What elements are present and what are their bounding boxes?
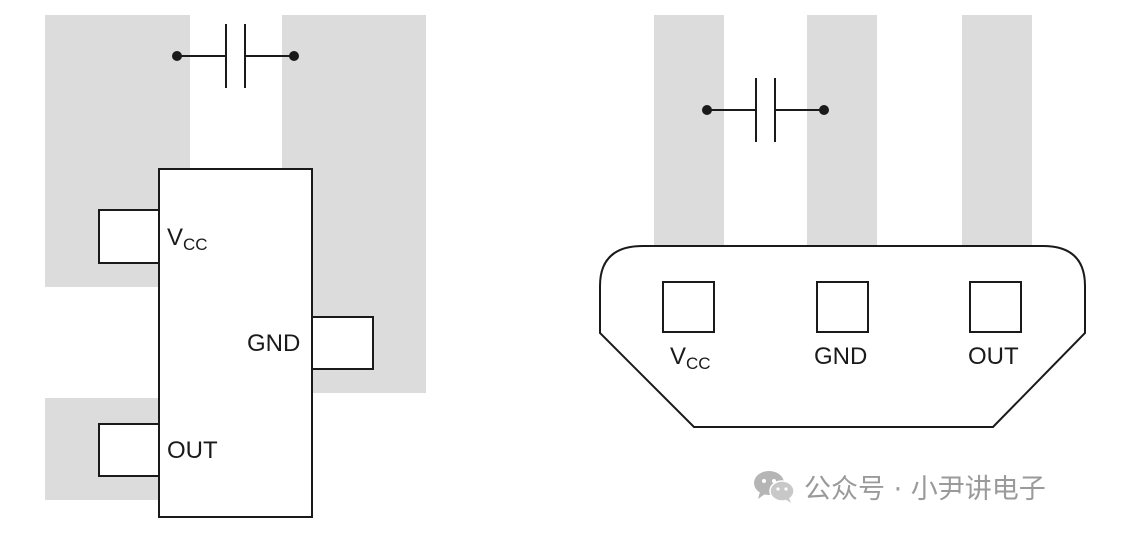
out-trace xyxy=(962,15,1032,247)
left-layout: VCC GND OUT xyxy=(45,15,426,518)
left-capacitor-symbol xyxy=(172,24,299,88)
vcc-pin-pad xyxy=(662,281,715,333)
gnd-pin-label: GND xyxy=(247,330,300,357)
vcc-pin-label: VCC xyxy=(167,224,208,254)
watermark: 公众号 · 小尹讲电子 xyxy=(752,466,1046,506)
gnd-pin-label: GND xyxy=(814,343,867,370)
right-package-body xyxy=(599,245,1086,428)
watermark-text: 公众号 · 小尹讲电子 xyxy=(804,473,1046,505)
wechat-icon xyxy=(754,471,795,503)
vcc-pin-pad xyxy=(98,209,160,264)
right-capacitor-symbol xyxy=(702,78,829,142)
vcc-pin-label: VCC xyxy=(670,343,711,373)
out-pin-label: OUT xyxy=(167,437,218,464)
right-layout: VCC GND OUT xyxy=(599,15,1086,428)
gnd-trace xyxy=(807,15,877,247)
gnd-pin-pad xyxy=(816,281,869,333)
vcc-trace xyxy=(654,15,724,247)
out-pin-pad xyxy=(969,281,1022,333)
out-pin-pad xyxy=(98,423,160,477)
gnd-pin-pad xyxy=(311,316,374,370)
left-package-body xyxy=(158,168,313,518)
out-pin-label: OUT xyxy=(968,343,1019,370)
